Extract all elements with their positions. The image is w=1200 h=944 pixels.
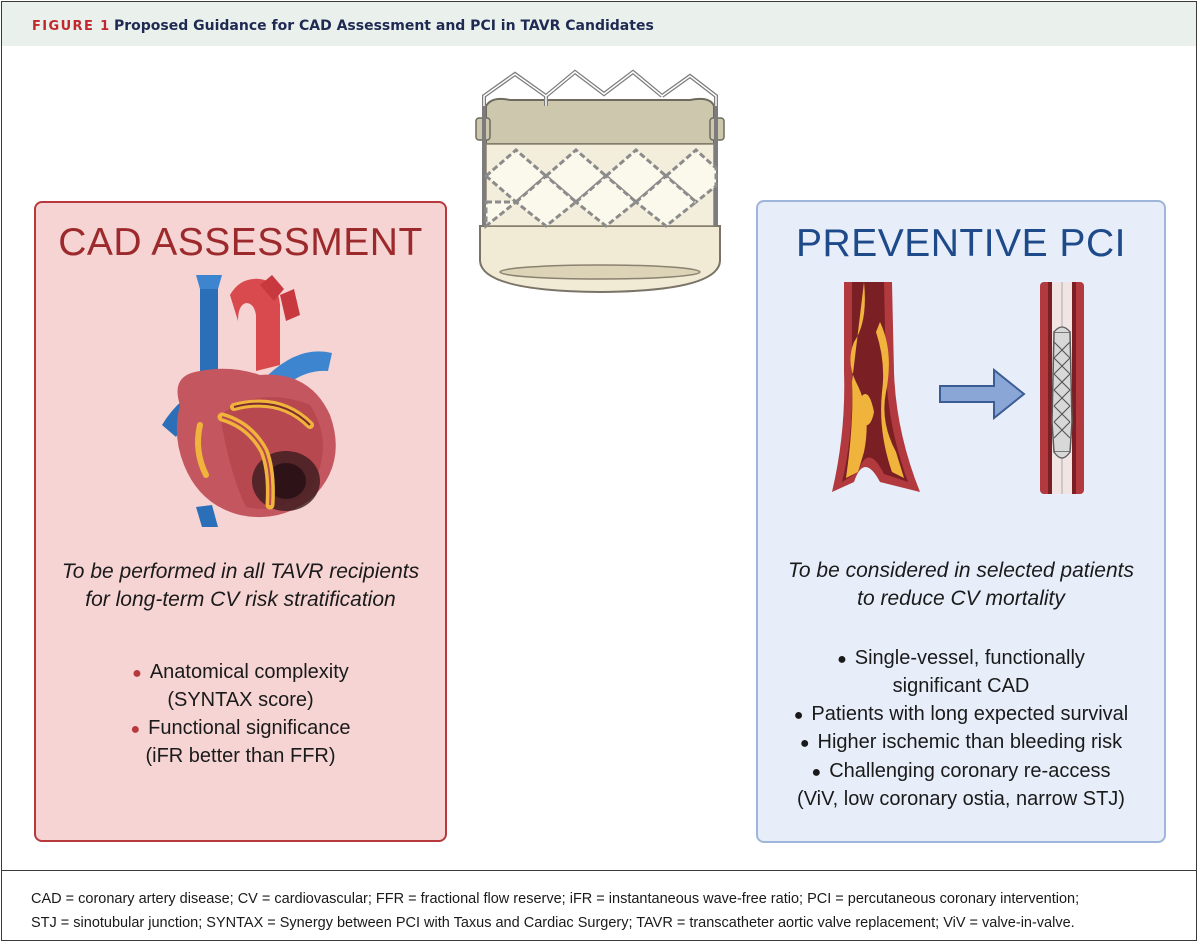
- figure-label: FIGURE 1: [32, 19, 111, 34]
- tavr-valve-icon: [475, 69, 725, 294]
- bullet-item: ●Higher ischemic than bleeding risk: [799, 731, 1123, 754]
- stented-artery-icon: [1040, 282, 1084, 494]
- bullet-dot-icon: ●: [799, 735, 810, 753]
- bullet-item: ●Functional significance: [130, 716, 351, 739]
- bullet-sub: (SYNTAX score): [167, 689, 314, 712]
- preventive-pci-panel: PREVENTIVE PCI To be consider: [756, 200, 1166, 843]
- bullet-dot-icon: ●: [132, 665, 142, 682]
- arrow-right-icon: [939, 367, 1026, 421]
- bullet-dot-icon: ●: [130, 720, 141, 738]
- bullet-item: ●Challenging coronary re-access: [811, 759, 1111, 782]
- cad-assessment-bullets: ●Anatomical complexity (SYNTAX score) ●F…: [36, 659, 445, 771]
- bullet-item: ●Anatomical complexity: [132, 661, 349, 683]
- figure-header: FIGURE 1 Proposed Guidance for CAD Asses…: [2, 2, 1196, 46]
- preventive-pci-bullets: ●Single-vessel, functionally significant…: [758, 645, 1164, 813]
- figure-title: Proposed Guidance for CAD Assessment and…: [114, 18, 654, 34]
- bullet-sub: (iFR better than FFR): [145, 745, 336, 768]
- bullet-item: ●Single-vessel, functionally: [837, 647, 1085, 669]
- stenosed-artery-icon: [832, 282, 920, 492]
- preventive-pci-heading: PREVENTIVE PCI: [796, 222, 1126, 265]
- bullet-dot-icon: ●: [837, 651, 847, 668]
- bullet-sub: significant CAD: [892, 675, 1030, 698]
- artery-illustration: [832, 282, 1084, 494]
- heart-icon: [162, 275, 336, 527]
- bullet-sub: (ViV, low coronary ostia, narrow STJ): [797, 788, 1125, 811]
- footer-divider: [2, 870, 1196, 871]
- cad-assessment-subtitle: To be performed in all TAVR recipients f…: [61, 560, 420, 611]
- preventive-pci-subtitle: To be considered in selected patients to…: [788, 559, 1134, 610]
- cad-assessment-heading: CAD ASSESSMENT: [58, 221, 423, 264]
- bullet-dot-icon: ●: [793, 706, 804, 724]
- bullet-dot-icon: ●: [811, 763, 822, 781]
- cad-assessment-panel: CAD ASSESSMENT To be performed in all TA…: [34, 201, 447, 842]
- abbreviations-footnote: CAD = coronary artery disease; CV = card…: [31, 891, 1080, 931]
- bullet-item: ●Patients with long expected survival: [793, 702, 1129, 725]
